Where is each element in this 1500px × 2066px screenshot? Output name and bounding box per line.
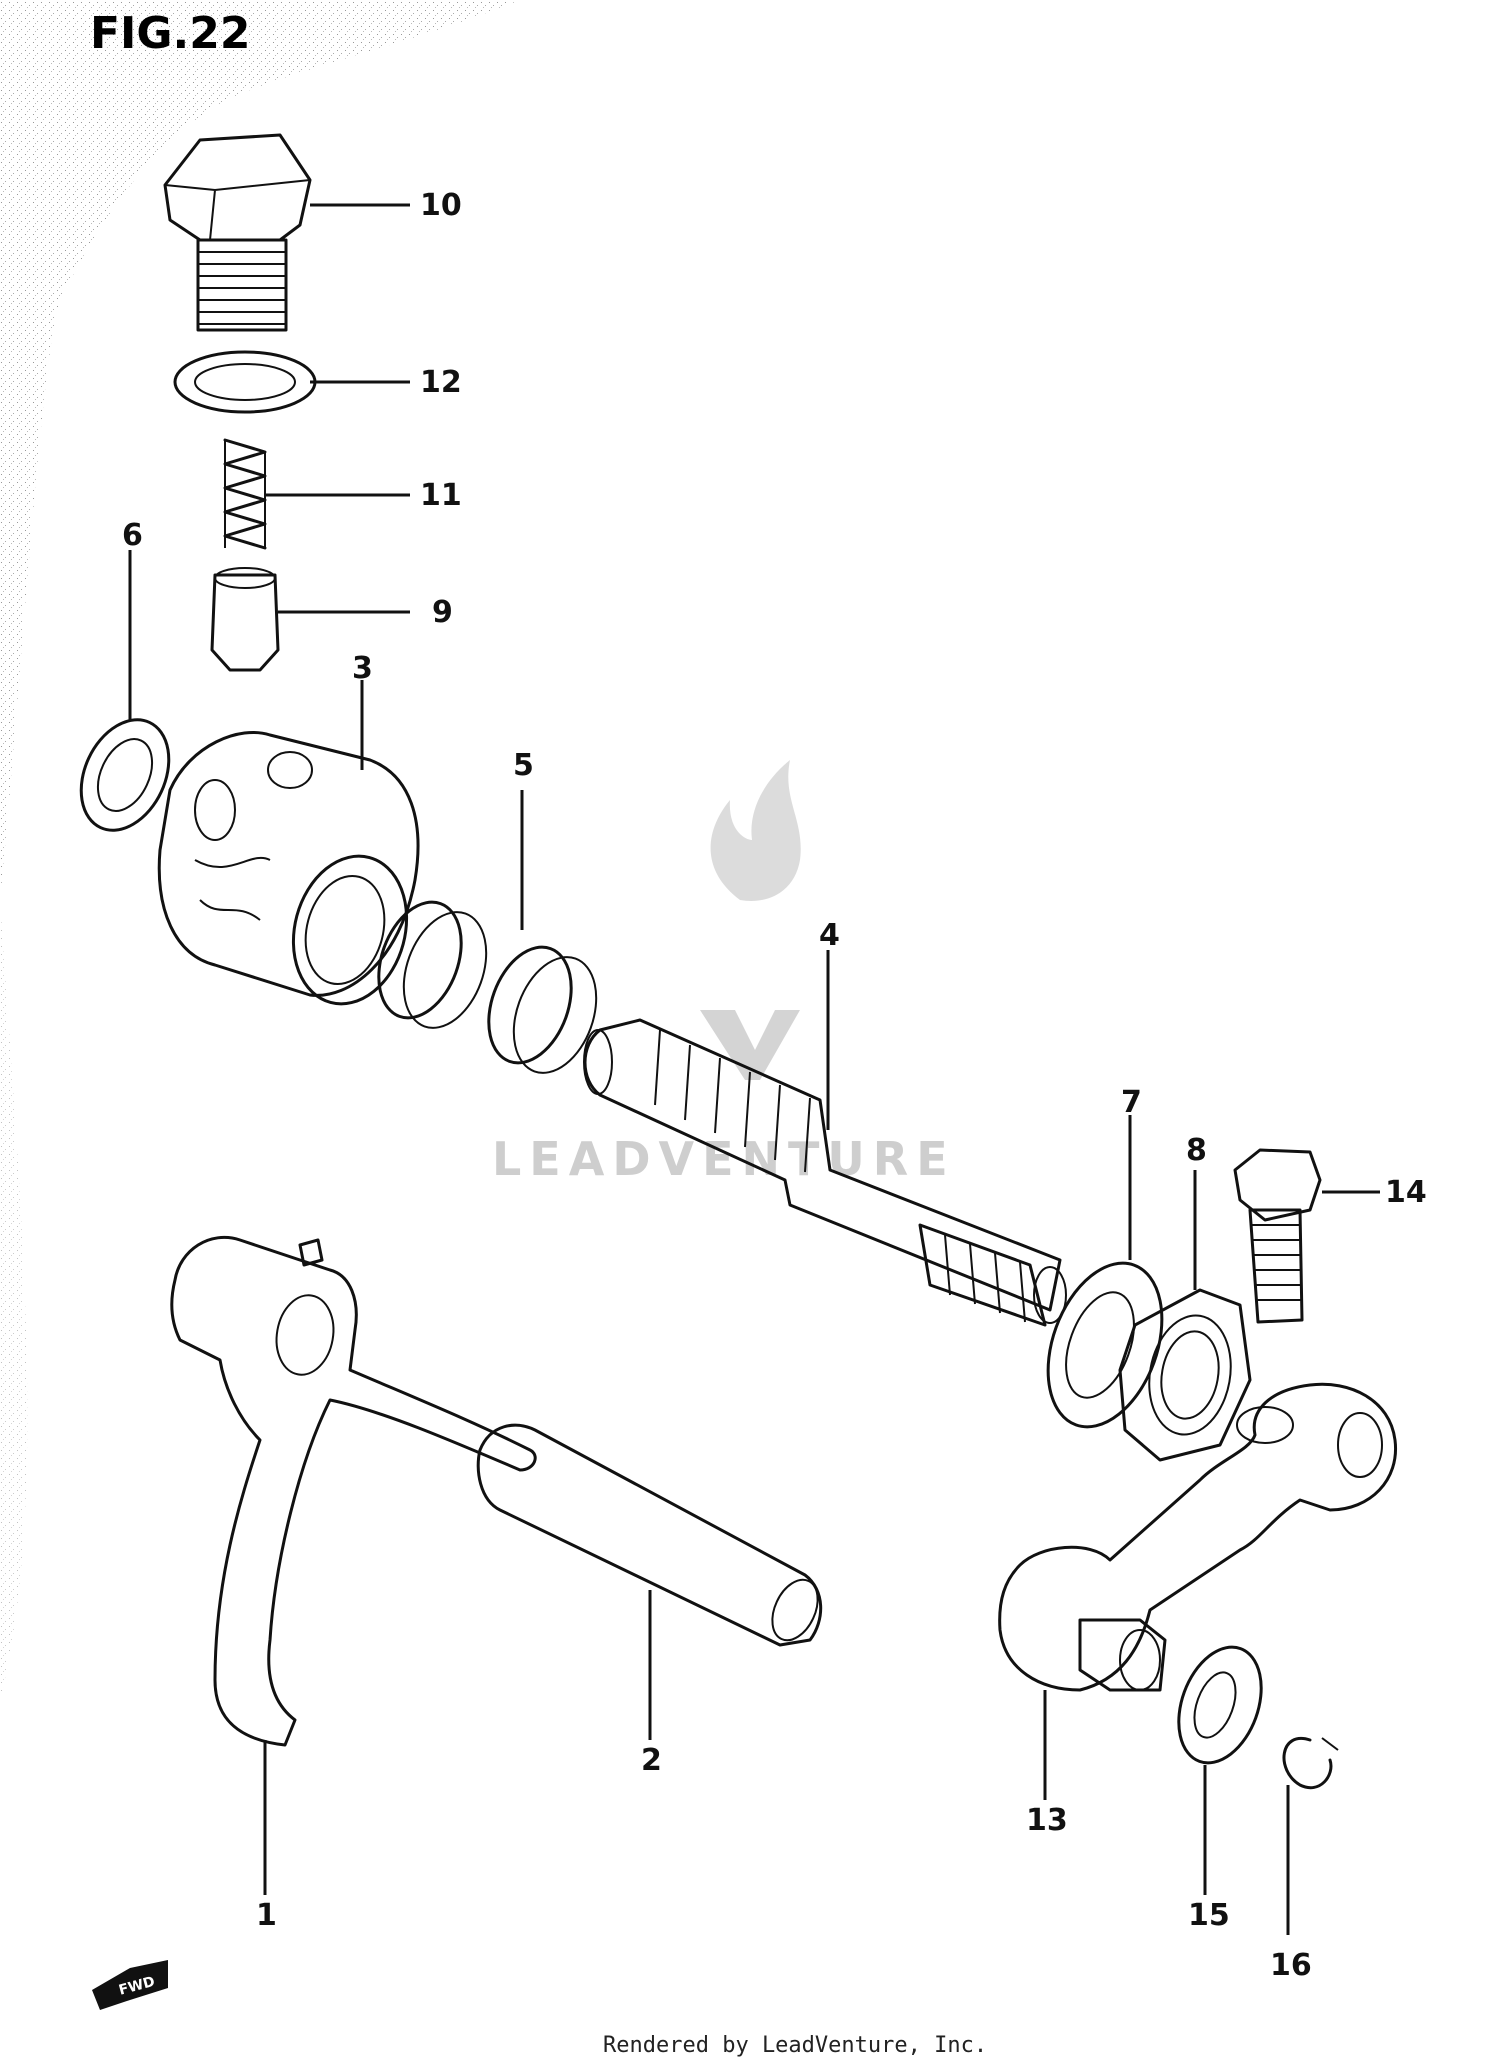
- callout-10: 10: [420, 188, 462, 223]
- part-4-shaft: [583, 1018, 1067, 1327]
- callout-2: 2: [641, 1743, 662, 1778]
- part-8-nut: [1118, 1288, 1252, 1462]
- scan-noise: [0, 0, 520, 900]
- part-1-fork: [170, 1235, 537, 1747]
- part-10-bolt: [163, 133, 312, 332]
- part-13-arm: [998, 1382, 1398, 1692]
- callout-labels: 10 12 11 9 6 3 5 4 7 8 14 1 2 13 15 16: [122, 188, 1427, 1983]
- callout-16: 16: [1270, 1948, 1312, 1983]
- callout-5: 5: [513, 748, 534, 783]
- part-2-shaft: [476, 1423, 823, 1647]
- part-16-circlip: [1282, 1736, 1339, 1789]
- watermark: LEADVENTURE: [492, 760, 956, 1186]
- part-6-washer: [79, 718, 171, 832]
- callout-11: 11: [420, 478, 462, 513]
- part-14-bolt: [1233, 1148, 1322, 1324]
- figure-title: FIG.22: [90, 8, 251, 59]
- part-5-springs: [377, 900, 598, 1074]
- callout-7: 7: [1121, 1085, 1142, 1120]
- callout-6: 6: [122, 518, 143, 553]
- callout-4: 4: [819, 918, 840, 953]
- part-9-pin: [210, 567, 280, 672]
- part-11-spring: [223, 438, 267, 550]
- callout-3: 3: [352, 651, 373, 686]
- part-3-drum: [157, 730, 420, 1006]
- part-15-washer: [1177, 1645, 1263, 1765]
- leader-lines: [128, 203, 1380, 1935]
- callout-15: 15: [1188, 1898, 1230, 1933]
- part-7-washer: [1046, 1261, 1164, 1429]
- callout-9: 9: [432, 595, 453, 630]
- footer-credit: Rendered by LeadVenture, Inc.: [603, 2033, 987, 2058]
- callout-14: 14: [1385, 1175, 1427, 1210]
- watermark-text: LEADVENTURE: [492, 1132, 956, 1186]
- scan-noise-lower: [0, 900, 28, 1700]
- callout-1: 1: [256, 1898, 277, 1933]
- front-direction-arrow: FWD: [92, 1960, 168, 2010]
- callout-13: 13: [1026, 1803, 1068, 1838]
- callout-12: 12: [420, 365, 462, 400]
- callout-8: 8: [1186, 1133, 1207, 1168]
- part-12-washer: [173, 350, 317, 414]
